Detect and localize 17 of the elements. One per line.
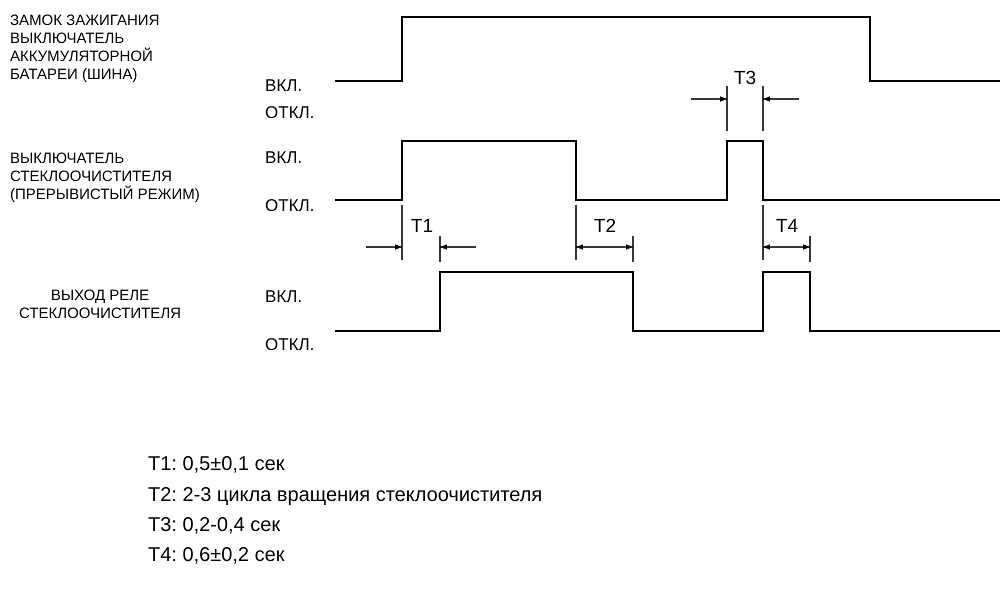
signal-name: ЗАМОК ЗАЖИГАНИЯ ВЫКЛЮЧАТЕЛЬ АККУМУЛЯТОРНОЙ БАТАРЕИ (ШИНА) [10, 12, 160, 84]
state-label: ОТКЛ. [265, 335, 316, 356]
signal-name: ВЫХОД РЕЛЕ СТЕКЛООЧИСТИТЕЛЯ [18, 287, 182, 323]
timing-label: T1 [410, 216, 434, 239]
timing-label: T3 [732, 68, 758, 91]
state-label: ОТКЛ. [265, 196, 316, 216]
note-text: T3: 0,2-0,4 сек [148, 513, 282, 537]
note-text: T4: 0,6±0,2 сек [148, 543, 286, 567]
state-label: ВКЛ. [265, 287, 304, 308]
state-label: ВКЛ. [265, 148, 304, 168]
note-text: T2: 2-3 цикла вращения стеклоочистителя [148, 483, 544, 507]
state-label: ВКЛ. [265, 76, 304, 96]
timing-label: T4 [774, 216, 800, 239]
signal-name: ВЫКЛЮЧАТЕЛЬ СТЕКЛООЧИСТИТЕЛЯ (ПРЕРЫВИСТЫЙ РЕЖИМ) [10, 150, 201, 204]
timing-label: T2 [592, 216, 618, 239]
note-text: T1: 0,5±0,1 сек [148, 452, 286, 476]
state-label: ОТКЛ. [265, 103, 316, 124]
